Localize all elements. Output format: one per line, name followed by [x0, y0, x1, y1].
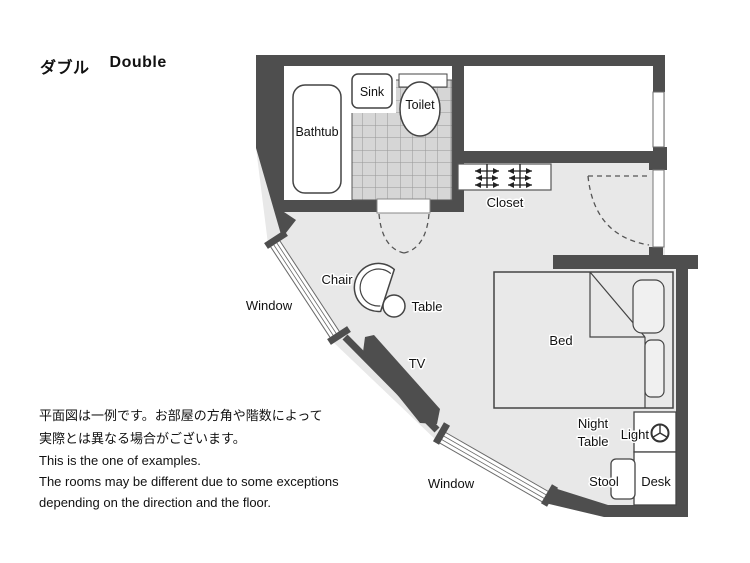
- desk-label: Desk: [641, 474, 671, 489]
- bathtub-shape: [292, 84, 342, 194]
- toilet-shape: [399, 81, 441, 137]
- disclaimer-en-line3: depending on the direction and the floor…: [39, 495, 272, 510]
- table-shape: [382, 294, 406, 318]
- room-type-en: Double: [109, 54, 167, 71]
- light-label: Light: [621, 427, 650, 442]
- adjacent-room: [464, 66, 653, 151]
- disclaimer-jp-line2: 実際とは異なる場合がございます。: [39, 431, 246, 446]
- disclaimer-text: 平面図は一例です。お部屋の方角や階数によって 実際とは異なる場合がございます。 …: [39, 404, 339, 513]
- disclaimer-en-line1: This is the one of examples.: [39, 453, 201, 468]
- toilet-label: Toilet: [405, 98, 435, 112]
- room-type-jp: ダブル: [40, 60, 90, 77]
- table-label: Table: [411, 299, 442, 314]
- chair-label: Chair: [321, 272, 353, 287]
- disclaimer-en-line2: The rooms may be different due to some e…: [39, 474, 339, 489]
- room-type-title: ダブル Double: [40, 54, 167, 78]
- bed-label: Bed: [549, 333, 572, 348]
- pillow: [632, 279, 665, 334]
- bed-shape: [493, 271, 674, 409]
- closet-box: [457, 163, 552, 191]
- tv-shape: [363, 335, 440, 424]
- disclaimer-jp-line1: 平面図は一例です。お部屋の方角や階数によって: [39, 408, 323, 423]
- desk-shape: [633, 451, 677, 506]
- window-bottom-label: Window: [428, 476, 475, 491]
- tv-label: TV: [409, 356, 426, 371]
- entrance-door-opening: [652, 169, 665, 248]
- stool-label: Stool: [589, 474, 619, 489]
- night-table-label-line1: Night: [578, 416, 609, 431]
- closet-label: Closet: [487, 195, 524, 210]
- light-icon: [650, 423, 670, 443]
- stool-shape: [610, 458, 636, 500]
- bathroom-door-opening: [376, 198, 431, 214]
- bathroom-door-swing: [378, 213, 405, 254]
- bathtub-label: Bathtub: [295, 125, 338, 139]
- walls: [256, 55, 698, 517]
- entrance-wall-bar: [553, 255, 698, 269]
- pillow: [644, 339, 665, 398]
- wall-stubs: [264, 230, 559, 507]
- entrance-door-swing: [587, 175, 650, 246]
- night-table-label-line2: Table: [577, 434, 608, 449]
- sink-label: Sink: [360, 85, 385, 99]
- window-left-label: Window: [246, 298, 293, 313]
- sink-shape: [351, 73, 393, 109]
- bathroom-door-swing: [403, 213, 430, 254]
- right-wall-window: [652, 91, 665, 148]
